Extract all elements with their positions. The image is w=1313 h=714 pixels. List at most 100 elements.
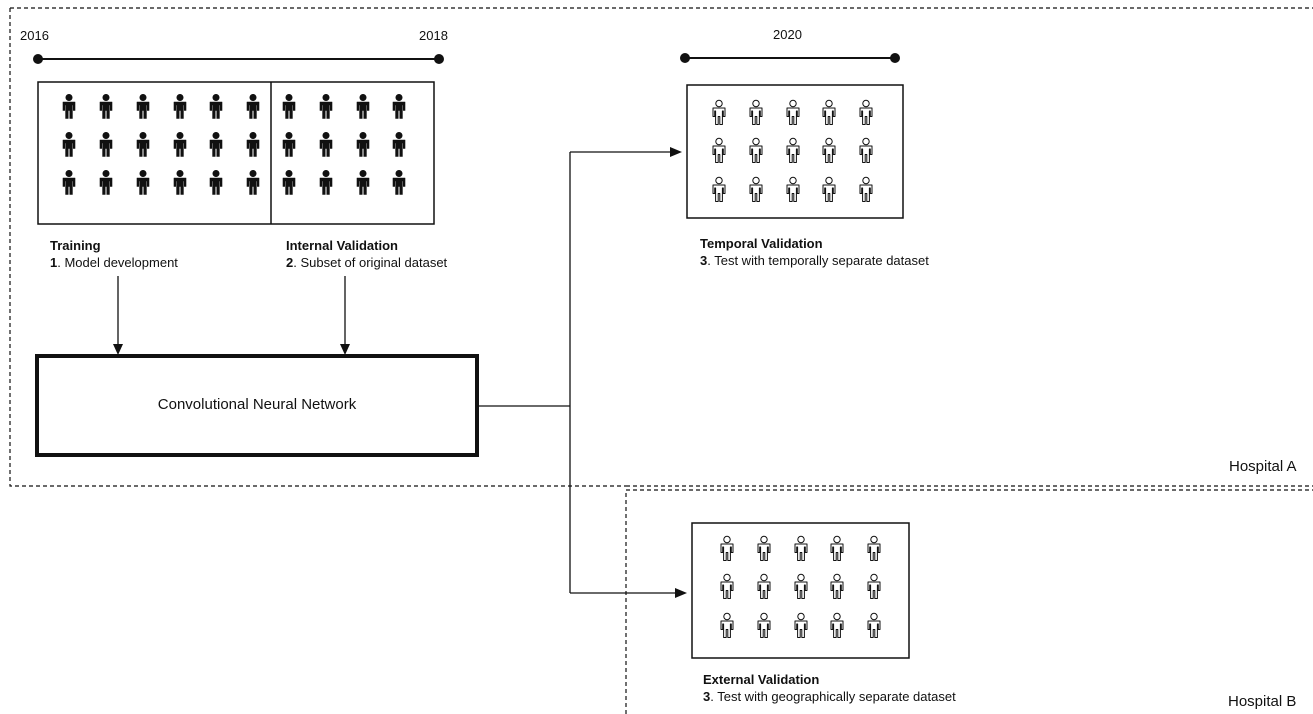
external-validation-person-icon (720, 535, 734, 561)
external-validation-person-icon (830, 535, 844, 561)
year-2018-label: 2018 (419, 28, 448, 43)
internal-validation-person-icon (282, 170, 296, 195)
internal-validation-person-icon (356, 170, 370, 195)
external-validation-person-icon (794, 573, 808, 599)
timeline-end-dot (434, 54, 444, 64)
external-validation-person-icon (794, 535, 808, 561)
temporal-validation-person-icon (822, 99, 836, 125)
people-layer (62, 94, 881, 638)
external-dataset-box (691, 522, 910, 659)
internal-validation-title: Internal Validation (286, 238, 398, 253)
training-step-number: 1 (50, 255, 58, 270)
temporal-validation-person-icon (749, 137, 763, 163)
temporal-validation-description: . Test with temporally separate dataset (707, 253, 929, 268)
external-validation-person-icon (757, 612, 771, 638)
timeline-2020 (680, 53, 900, 63)
external-validation-person-icon (757, 573, 771, 599)
training-person-icon (99, 94, 113, 119)
temporal-validation-person-icon (712, 176, 726, 202)
internal-arrowhead (340, 344, 350, 355)
training-person-icon (209, 94, 223, 119)
external-validation-description: . Test with geographically separate data… (710, 689, 956, 704)
training-person-icon (173, 170, 187, 195)
cnn-output-connector (477, 147, 687, 598)
training-person-icon (209, 132, 223, 157)
training-person-icon (246, 132, 260, 157)
temporal-validation-person-icon (786, 137, 800, 163)
internal-arrow (340, 276, 350, 355)
training-person-icon (173, 94, 187, 119)
temporal-validation-person-icon (786, 176, 800, 202)
training-person-icon (62, 132, 76, 157)
temporal-validation-person-icon (749, 176, 763, 202)
internal-validation-person-icon (356, 94, 370, 119)
internal-validation-block: Internal Validation 2. Subset of origina… (286, 237, 447, 271)
temporal-validation-person-icon (822, 137, 836, 163)
training-person-icon (62, 94, 76, 119)
internal-validation-person-icon (319, 132, 333, 157)
training-arrow (113, 276, 123, 355)
temporal-validation-person-icon (786, 99, 800, 125)
external-validation-person-icon (867, 612, 881, 638)
temporal-validation-title: Temporal Validation (700, 236, 823, 251)
temporal-validation-person-icon (712, 99, 726, 125)
timeline-start-dot (33, 54, 43, 64)
external-arrowhead (675, 588, 687, 598)
temporal-validation-person-icon (859, 137, 873, 163)
external-validation-person-icon (720, 612, 734, 638)
internal-validation-person-icon (319, 170, 333, 195)
temporal-dataset-box (686, 84, 904, 219)
training-person-icon (246, 170, 260, 195)
internal-validation-person-icon (356, 132, 370, 157)
timeline-2020-start-dot (680, 53, 690, 63)
year-2020-label: 2020 (773, 27, 802, 42)
training-person-icon (136, 170, 150, 195)
temporal-validation-person-icon (859, 176, 873, 202)
internal-validation-person-icon (319, 94, 333, 119)
internal-validation-step-number: 2 (286, 255, 294, 270)
external-validation-step-number: 3 (703, 689, 711, 704)
internal-validation-person-icon (392, 94, 406, 119)
training-person-icon (173, 132, 187, 157)
training-person-icon (136, 132, 150, 157)
temporal-arrowhead (670, 147, 682, 157)
external-validation-person-icon (757, 535, 771, 561)
external-validation-title: External Validation (703, 672, 820, 687)
external-validation-person-icon (867, 535, 881, 561)
training-description: . Model development (57, 255, 178, 270)
original-dataset-box (37, 81, 435, 225)
internal-validation-person-icon (282, 132, 296, 157)
external-validation-person-icon (720, 573, 734, 599)
training-arrowhead (113, 344, 123, 355)
internal-validation-person-icon (282, 94, 296, 119)
training-person-icon (99, 170, 113, 195)
year-2016-label: 2016 (20, 28, 49, 43)
temporal-validation-person-icon (822, 176, 836, 202)
external-validation-person-icon (867, 573, 881, 599)
hospital-b-label: Hospital B (1228, 693, 1297, 710)
training-person-icon (99, 132, 113, 157)
training-person-icon (246, 94, 260, 119)
external-validation-person-icon (830, 612, 844, 638)
hospital-a-region (9, 7, 1313, 487)
training-person-icon (209, 170, 223, 195)
external-validation-block: External Validation 3. Test with geograp… (703, 671, 956, 705)
internal-validation-person-icon (392, 132, 406, 157)
temporal-validation-person-icon (712, 137, 726, 163)
external-validation-person-icon (830, 573, 844, 599)
internal-validation-person-icon (392, 170, 406, 195)
training-person-icon (136, 94, 150, 119)
training-title: Training (50, 238, 101, 253)
hospital-a-label: Hospital A (1229, 458, 1297, 475)
temporal-validation-person-icon (749, 99, 763, 125)
hospital-b-region (625, 489, 1313, 714)
external-validation-person-icon (794, 612, 808, 638)
internal-validation-description: . Subset of original dataset (293, 255, 448, 270)
temporal-validation-person-icon (859, 99, 873, 125)
timeline-2016-2018 (33, 54, 444, 64)
training-person-icon (62, 170, 76, 195)
training-block: Training 1. Model development (50, 237, 178, 271)
temporal-validation-step-number: 3 (700, 253, 708, 268)
